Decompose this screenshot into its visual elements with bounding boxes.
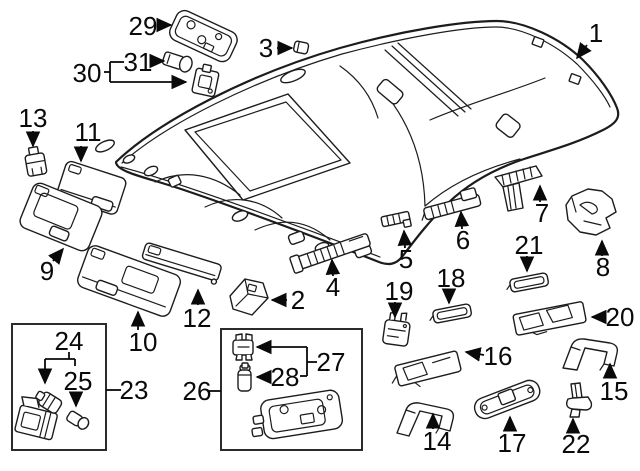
callout-23: 23 [120, 375, 149, 405]
part-18-lamp-lens [429, 303, 472, 324]
part-22-coat-hook [565, 382, 593, 418]
part-29-overhead-console-lamp [169, 9, 238, 63]
callout-2: 2 [291, 285, 305, 315]
part-28-bulb [237, 362, 252, 392]
roof-clip [531, 36, 545, 48]
callout-19: 19 [385, 276, 414, 306]
part-2-bracket [229, 278, 269, 316]
callout-5: 5 [399, 244, 413, 274]
callout-25: 25 [64, 366, 93, 396]
callout-27: 27 [317, 347, 346, 377]
callout-28: 28 [271, 362, 300, 392]
part-30-lamp-switch [191, 63, 220, 98]
callout-10: 10 [129, 327, 158, 357]
kit-box-26 [220, 328, 363, 451]
callout-29: 29 [129, 11, 158, 41]
part-25-bulb [66, 410, 90, 430]
part-31-bulb [161, 51, 193, 73]
callout-20: 20 [606, 302, 635, 332]
part-3-clip [292, 40, 310, 55]
part-24-bulb-socket [35, 390, 63, 414]
callout-7: 7 [535, 198, 549, 228]
kit-box-23 [11, 323, 107, 451]
part-6-ribbed-rail [421, 187, 482, 221]
part-26-dome-lamp [251, 389, 344, 440]
callout-9: 9 [40, 256, 54, 286]
callout-8: 8 [596, 252, 610, 282]
part-7-ribbed-corner-trim [494, 165, 543, 212]
callout-3: 3 [259, 33, 273, 63]
callout-18: 18 [437, 263, 466, 293]
callout-11: 11 [75, 117, 102, 147]
leader-arrow-9 [48, 247, 65, 265]
callout-31: 31 [124, 47, 153, 77]
callout-22: 22 [562, 429, 591, 459]
callout-1: 1 [589, 18, 603, 48]
part-1-headliner-panel [95, 19, 620, 266]
callout-17: 17 [498, 428, 527, 458]
leader-arrow-16 [464, 347, 485, 362]
leader-arrow-4 [325, 258, 341, 277]
part-23-lamp-housing [14, 396, 58, 441]
part-13-visor-clip [24, 145, 48, 177]
sunroof-opening [184, 93, 351, 201]
part-16-trim-panel [391, 350, 462, 388]
part-10-sun-visor [76, 245, 182, 317]
callout-12: 12 [183, 303, 212, 333]
leader-arrow-6 [454, 210, 470, 230]
callout-13: 13 [19, 103, 48, 133]
part-8-bracket [565, 188, 617, 236]
leader-arrow-5 [397, 229, 413, 249]
part-20-trim-panel [512, 301, 587, 336]
callout-16: 16 [484, 341, 513, 371]
part-19-bracket [382, 311, 411, 347]
callout-15: 15 [600, 376, 629, 406]
part-27-bulb-socket [232, 333, 254, 361]
part-5-ribbed-strip [380, 210, 412, 228]
part-12-sun-visor-panel [141, 242, 222, 285]
callout-6: 6 [456, 225, 470, 255]
callout-24: 24 [55, 326, 84, 356]
callout-30: 30 [73, 58, 102, 88]
callout-21: 21 [515, 230, 544, 260]
part-17-handle-base [473, 379, 541, 420]
callout-26: 26 [183, 376, 212, 406]
callout-4: 4 [326, 272, 340, 302]
part-9-sun-visor [19, 182, 103, 252]
part-21-lamp-lens [506, 272, 549, 293]
part-4-ribbed-rail [289, 233, 371, 274]
roof-clip [568, 73, 582, 85]
leader-arrow-1 [576, 41, 592, 60]
callout-14: 14 [423, 426, 452, 456]
